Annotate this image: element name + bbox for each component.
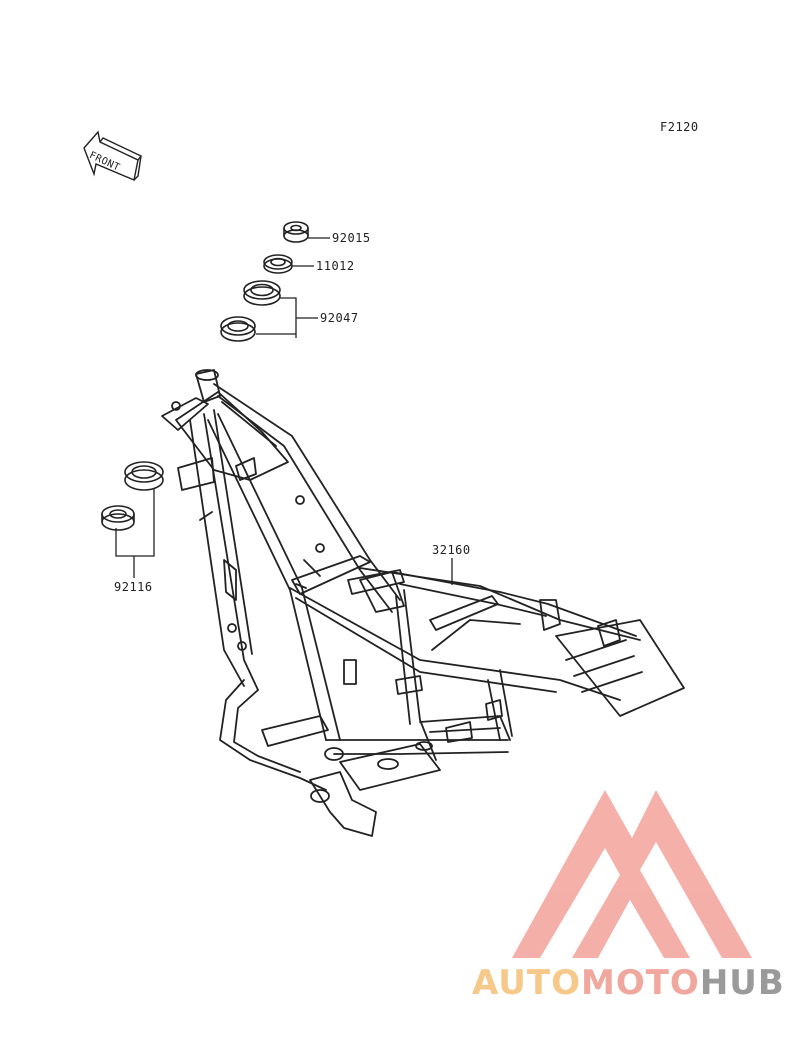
part-number-32160: 32160 xyxy=(432,543,471,557)
watermark-moto: MOTO xyxy=(581,963,700,1003)
part-number-92015: 92015 xyxy=(332,231,371,245)
leader-lines xyxy=(115,237,453,585)
steering-parts xyxy=(220,221,309,342)
part-number-92047: 92047 xyxy=(320,311,359,325)
motorcycle-frame xyxy=(161,369,685,837)
watermark-text: AUTOMOTOHUB xyxy=(472,963,785,1003)
watermark-hub: HUB xyxy=(700,963,785,1003)
lower-bearing-parts xyxy=(101,461,164,531)
part-number-11012: 11012 xyxy=(316,259,355,273)
front-arrow-icon xyxy=(83,130,143,181)
part-number-92116: 92116 xyxy=(114,580,153,594)
watermark-auto: AUTO xyxy=(472,963,581,1003)
watermark-logo xyxy=(512,790,752,958)
diagram-code: F2120 xyxy=(660,120,699,134)
